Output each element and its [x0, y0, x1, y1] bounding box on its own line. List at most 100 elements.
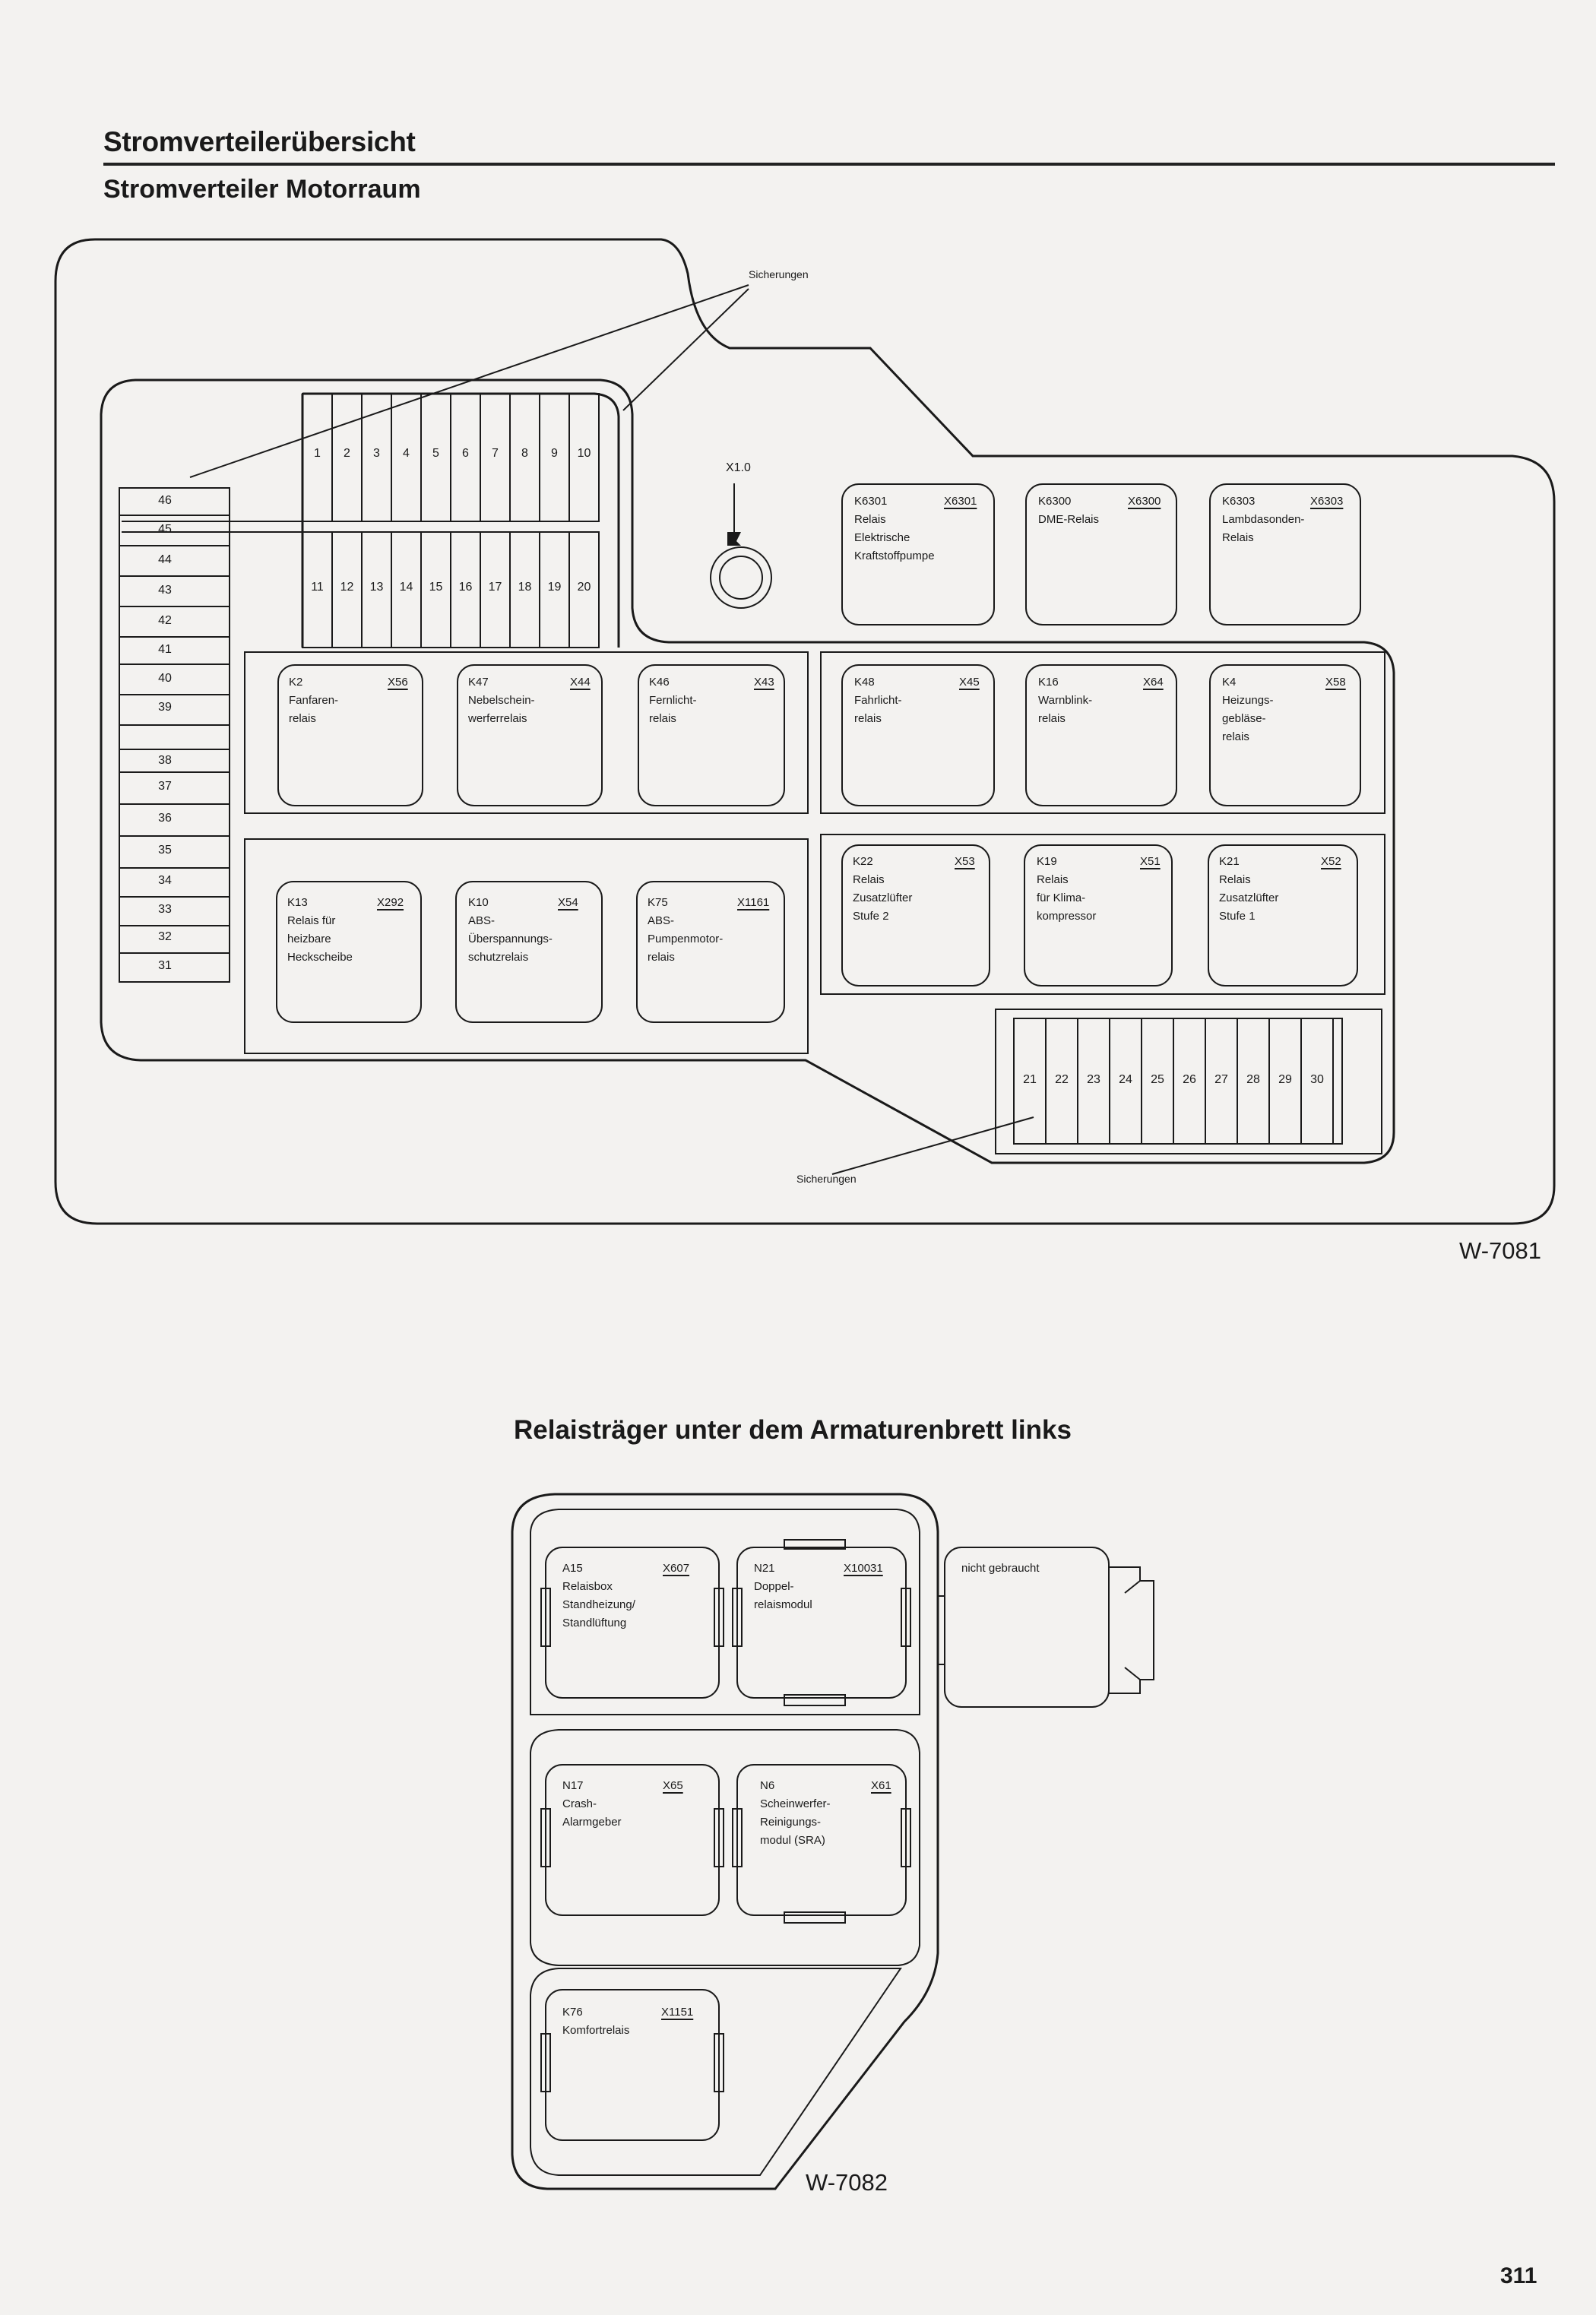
relay-id: K10	[468, 896, 489, 909]
relay-id: N21	[754, 1562, 775, 1575]
fuse-number: 16	[458, 581, 473, 594]
relay-id: K75	[648, 896, 668, 909]
fuse-number: 4	[403, 447, 410, 460]
fuse-number: 35	[158, 844, 172, 857]
relay-desc: ABS-	[468, 914, 496, 927]
section-title: Relaisträger unter dem Armaturenbrett li…	[514, 1415, 1072, 1445]
fuse-number: 17	[488, 581, 502, 594]
unused-slot-label: nicht gebraucht	[961, 1562, 1040, 1575]
fuses-label-top: Sicherungen	[749, 268, 809, 280]
fuse-number: 20	[577, 581, 591, 594]
relay-id: K4	[1222, 676, 1237, 689]
fuse-number: 32	[158, 930, 172, 943]
relay-desc: modul (SRA)	[760, 1834, 825, 1847]
relay-connector: X53	[955, 855, 975, 868]
relay-connector: X52	[1321, 855, 1341, 868]
fuse-number: 1	[314, 447, 321, 460]
fuse-number: 3	[373, 447, 380, 460]
fuse-number: 8	[521, 447, 528, 460]
relay-id: N6	[760, 1779, 775, 1792]
fuse-number: 26	[1183, 1073, 1196, 1086]
relay-desc: relais	[289, 712, 316, 725]
relay-desc: relais	[854, 712, 882, 725]
fuse-number: 27	[1214, 1073, 1228, 1086]
fuse-number: 38	[158, 754, 172, 767]
fuses-label-bottom: Sicherungen	[796, 1173, 857, 1185]
fuse-number: 36	[158, 812, 172, 825]
fuse-number: 46	[158, 494, 172, 507]
fuse-number: 37	[158, 780, 172, 793]
fuse-number: 44	[158, 553, 172, 566]
fuse-number: 7	[492, 447, 499, 460]
relay-desc: Fernlicht-	[649, 694, 697, 707]
relay-desc: Fanfaren-	[289, 694, 339, 707]
relay-connector: X54	[558, 896, 578, 909]
fuse-number: 25	[1151, 1073, 1164, 1086]
relay-desc: Zusatzlüfter	[853, 891, 913, 904]
relay-desc: relaismodul	[754, 1598, 812, 1611]
relay-id: K6301	[854, 495, 888, 508]
relay-connector: X45	[959, 676, 980, 689]
relay-desc: relais	[649, 712, 676, 725]
page-title: Stromverteilerübersicht	[103, 126, 416, 157]
relay-connector: X1151	[661, 2006, 694, 2019]
relay-connector: X58	[1325, 676, 1346, 689]
connector-label: X1.0	[726, 461, 751, 474]
relay-connector: X607	[663, 1562, 690, 1575]
relay-connector: X6303	[1310, 495, 1344, 508]
relay-desc: Alarmgeber	[562, 1816, 622, 1829]
relay-id: K21	[1219, 855, 1240, 868]
fuse-number: 2	[344, 447, 350, 460]
fuse-number: 19	[547, 581, 562, 594]
relay-desc: Relais	[1222, 531, 1254, 544]
relay-id: K13	[287, 896, 308, 909]
relay-id: K48	[854, 676, 875, 689]
fuse-number: 18	[518, 581, 532, 594]
relay-desc: Doppel-	[754, 1580, 794, 1593]
relay-desc: Relais	[854, 513, 886, 526]
relay-desc: Lambdasonden-	[1222, 513, 1305, 526]
fuse-number: 11	[311, 581, 324, 594]
fuse-number: 9	[551, 447, 558, 460]
relay-desc: Relais	[1037, 873, 1069, 886]
relay-id: K47	[468, 676, 489, 689]
relay-desc: Reinigungs-	[760, 1816, 822, 1829]
relay-id: K19	[1037, 855, 1057, 868]
relay-desc: Relais	[1219, 873, 1251, 886]
relay-desc: Standheizung/	[562, 1598, 635, 1611]
relay-desc: Elektrische	[854, 531, 910, 544]
fuse-number: 39	[158, 701, 172, 714]
fuse-number: 40	[158, 672, 172, 685]
fuse-number: 24	[1119, 1073, 1132, 1086]
relay-connector: X61	[871, 1779, 891, 1792]
fuse-number: 6	[462, 447, 469, 460]
relay-connector: X43	[754, 676, 774, 689]
fuse-number: 45	[158, 523, 172, 536]
fuse-number: 34	[158, 874, 172, 887]
fuse-number: 42	[158, 614, 172, 627]
relay-desc: relais	[1222, 730, 1249, 743]
relay-desc: Stufe 2	[853, 910, 889, 923]
relay-desc: Pumpenmotor-	[648, 933, 724, 945]
relay-id: K6303	[1222, 495, 1256, 508]
relay-desc: relais	[648, 951, 675, 964]
relay-desc: schutzrelais	[468, 951, 529, 964]
figure-code: W-7081	[1459, 1237, 1541, 1264]
relay-desc: Crash-	[562, 1797, 597, 1810]
relay-desc: für Klima-	[1037, 891, 1086, 904]
relay-desc: ABS-	[648, 914, 675, 927]
relay-id: K6300	[1038, 495, 1072, 508]
relay-id: A15	[562, 1562, 583, 1575]
fuse-number: 31	[158, 959, 172, 972]
relay-desc: Heckscheibe	[287, 951, 353, 964]
relay-desc: Heizungs-	[1222, 694, 1274, 707]
relay-desc: Fahrlicht-	[854, 694, 902, 707]
relay-id: K46	[649, 676, 670, 689]
relay-desc: kompressor	[1037, 910, 1097, 923]
fuse-number: 12	[340, 581, 354, 594]
relay-desc: Relais	[853, 873, 885, 886]
relay-desc: werferrelais	[468, 712, 527, 725]
figure-code: W-7082	[806, 2169, 888, 2196]
relay-desc: Nebelschein-	[468, 694, 535, 707]
